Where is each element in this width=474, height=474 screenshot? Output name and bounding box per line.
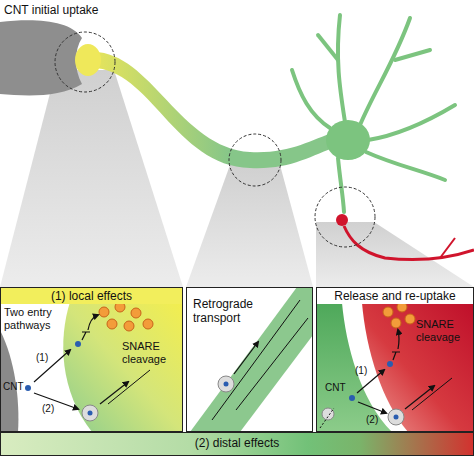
- zoom-circle: [55, 32, 115, 92]
- cnt-molecule: [224, 382, 229, 387]
- snare-dot: [143, 319, 153, 329]
- zoom-circle: [229, 134, 281, 186]
- cleavage-arrow: [88, 315, 98, 330]
- microtubule: [108, 370, 150, 404]
- band-label: (2) distal effects: [1, 437, 473, 451]
- dendrite: [360, 18, 410, 125]
- entry-arrow: [358, 402, 386, 413]
- panel-background: [316, 287, 474, 432]
- axon-section: [190, 287, 313, 432]
- snare-proteins: [99, 302, 153, 331]
- microtubule: [236, 318, 308, 410]
- zoom-funnel: [186, 165, 313, 287]
- cnt-molecule: [387, 361, 393, 367]
- pathway-number: (2): [42, 403, 54, 415]
- cnt-molecule: [349, 395, 355, 401]
- cnt-molecule: [25, 385, 31, 391]
- molecule-label: CNT: [3, 381, 24, 393]
- dendrite: [338, 158, 344, 212]
- dendrite: [292, 70, 330, 128]
- second-neuron-terminal: [336, 214, 348, 226]
- dendrite: [368, 105, 455, 140]
- dendrite: [318, 35, 338, 60]
- cnt-molecule: [75, 341, 81, 347]
- snare-proteins: [383, 302, 415, 328]
- pathway-number: (1): [355, 365, 367, 377]
- dendrites: [292, 15, 455, 212]
- transport-arrow: [100, 382, 128, 404]
- cnt-molecule: [88, 411, 93, 416]
- transport-arrow: [234, 342, 258, 374]
- second-neuron-section: [362, 303, 474, 432]
- snare-dot: [124, 321, 134, 331]
- endosome: [388, 409, 404, 425]
- panel-header: Release and re-uptake: [317, 288, 473, 304]
- distal-effects-band: (2) distal effects: [0, 432, 474, 456]
- retrograde-panel: Retrograde transport: [186, 287, 313, 432]
- panel-header: (1) local effects: [1, 288, 182, 304]
- inhibition-symbol: [392, 352, 400, 360]
- terminal-section: [63, 302, 183, 432]
- snare-dot: [405, 314, 415, 324]
- annotation: SNARE cleavage: [416, 318, 472, 343]
- snare-dot: [391, 318, 401, 328]
- snare-dot: [131, 308, 141, 318]
- figure-heading: CNT initial uptake: [4, 4, 164, 18]
- endosome: [82, 405, 98, 421]
- endosome: [218, 376, 234, 392]
- cnt-molecule: [394, 415, 399, 420]
- nerve-terminal: [75, 44, 101, 76]
- neuron-soma: [326, 120, 370, 160]
- cleavage-arrow: [398, 330, 399, 349]
- snare-dot: [107, 319, 117, 329]
- dendrite: [366, 152, 445, 180]
- dendrite: [338, 15, 345, 122]
- second-neuron-branch: [440, 238, 455, 258]
- snare-dot: [99, 307, 109, 317]
- annotation: SNARE cleavage: [122, 340, 180, 365]
- dendrite: [395, 50, 430, 60]
- release-panel: Release and re-uptake: [316, 287, 474, 432]
- molecule-label: CNT: [325, 382, 346, 394]
- target-tissue: [0, 20, 82, 95]
- panel-background: [0, 287, 183, 432]
- pathway-number: (1): [36, 352, 48, 364]
- panel-header: Retrograde transport: [193, 298, 265, 326]
- entry-arrow: [34, 350, 70, 382]
- entry-arrow: [34, 393, 78, 409]
- pathway-number: (2): [366, 414, 378, 426]
- microtubule: [412, 378, 452, 410]
- axon: [92, 52, 338, 168]
- second-neuron-axon: [344, 226, 474, 260]
- zoom-funnel: [316, 222, 474, 287]
- panel-background: [186, 287, 313, 432]
- inhibition-symbol: [82, 332, 90, 340]
- transport-arrow: [405, 386, 434, 409]
- zoom-circle: [315, 187, 375, 247]
- release-arrow: [320, 408, 334, 428]
- snare-dot: [383, 307, 393, 317]
- annotation: Two entry pathways: [4, 306, 66, 331]
